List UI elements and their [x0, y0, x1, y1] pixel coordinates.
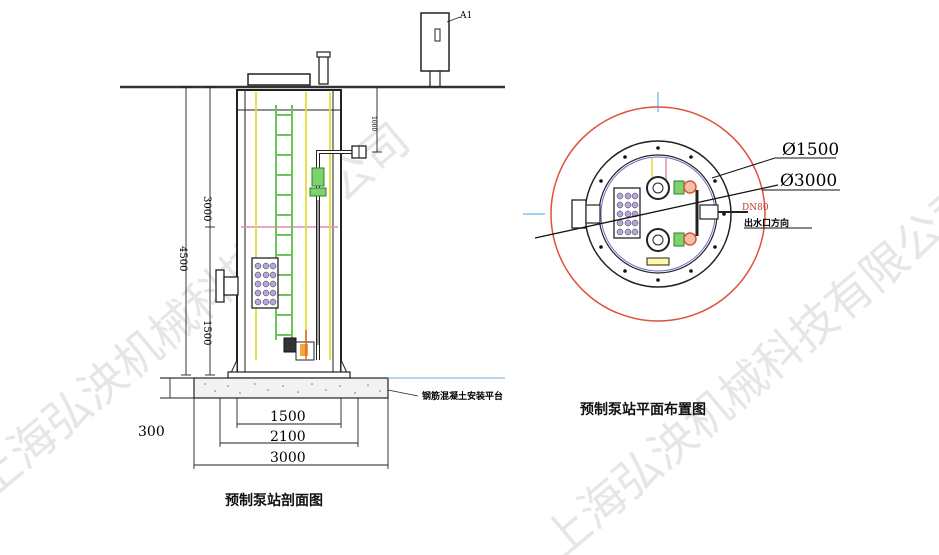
platform-label: 钢筋混凝土安装平台 [422, 390, 503, 402]
vertical-dimensions [181, 86, 382, 376]
tank-base [227, 359, 351, 379]
plan-inlet-basket [571, 187, 641, 239]
inlet-basket [215, 257, 279, 309]
dim-width-3: 3000 [270, 450, 306, 466]
dim-width-1: 1500 [270, 409, 306, 425]
dim-width-2: 2100 [270, 429, 306, 445]
access-hatch [247, 73, 311, 86]
pump-1 [646, 176, 697, 200]
pump-2 [646, 228, 697, 252]
section-caption: 预制泵站剖面图 [225, 492, 323, 509]
plan-hatch [646, 257, 670, 266]
plan-view: Ø1500 Ø3000 DN80 出水口方向 预制泵站平面布置图 [523, 92, 840, 418]
discharge-pipe [309, 145, 367, 360]
dim-top: 1000 [370, 116, 377, 131]
cabinet-label: A1 [459, 11, 472, 21]
dia-inner-label: Ø1500 [782, 140, 839, 160]
section-cut-line [534, 184, 779, 239]
dim-height-upper: 3000 [201, 196, 212, 221]
vent-pipe [318, 55, 329, 85]
outlet-direction-label: 出水口方向 [744, 217, 789, 229]
horizontal-dimensions [193, 398, 389, 469]
control-cabinet: A1 [420, 11, 472, 86]
tank-shell [236, 89, 342, 376]
dim-base: 300 [138, 424, 165, 440]
plan-caption: 预制泵站平面布置图 [580, 401, 706, 418]
bolt-holes [590, 146, 726, 282]
dia-outer-label: Ø3000 [780, 171, 837, 191]
check-valve [311, 167, 325, 187]
outer-circle-3000 [550, 106, 766, 322]
outlet-flange [699, 204, 719, 220]
ladder [275, 105, 293, 340]
pipe-size-label: DN80 [742, 203, 769, 213]
dim-height-total: 4500 [177, 246, 188, 271]
dim-height-lower: 1500 [201, 320, 212, 345]
submersible-pump [283, 330, 315, 361]
concrete-platform: 钢筋混凝土安装平台 [160, 377, 505, 402]
watermark-2: 上海弘泱机械科技有限公司 [532, 172, 939, 555]
section-view: A1 [120, 11, 505, 509]
